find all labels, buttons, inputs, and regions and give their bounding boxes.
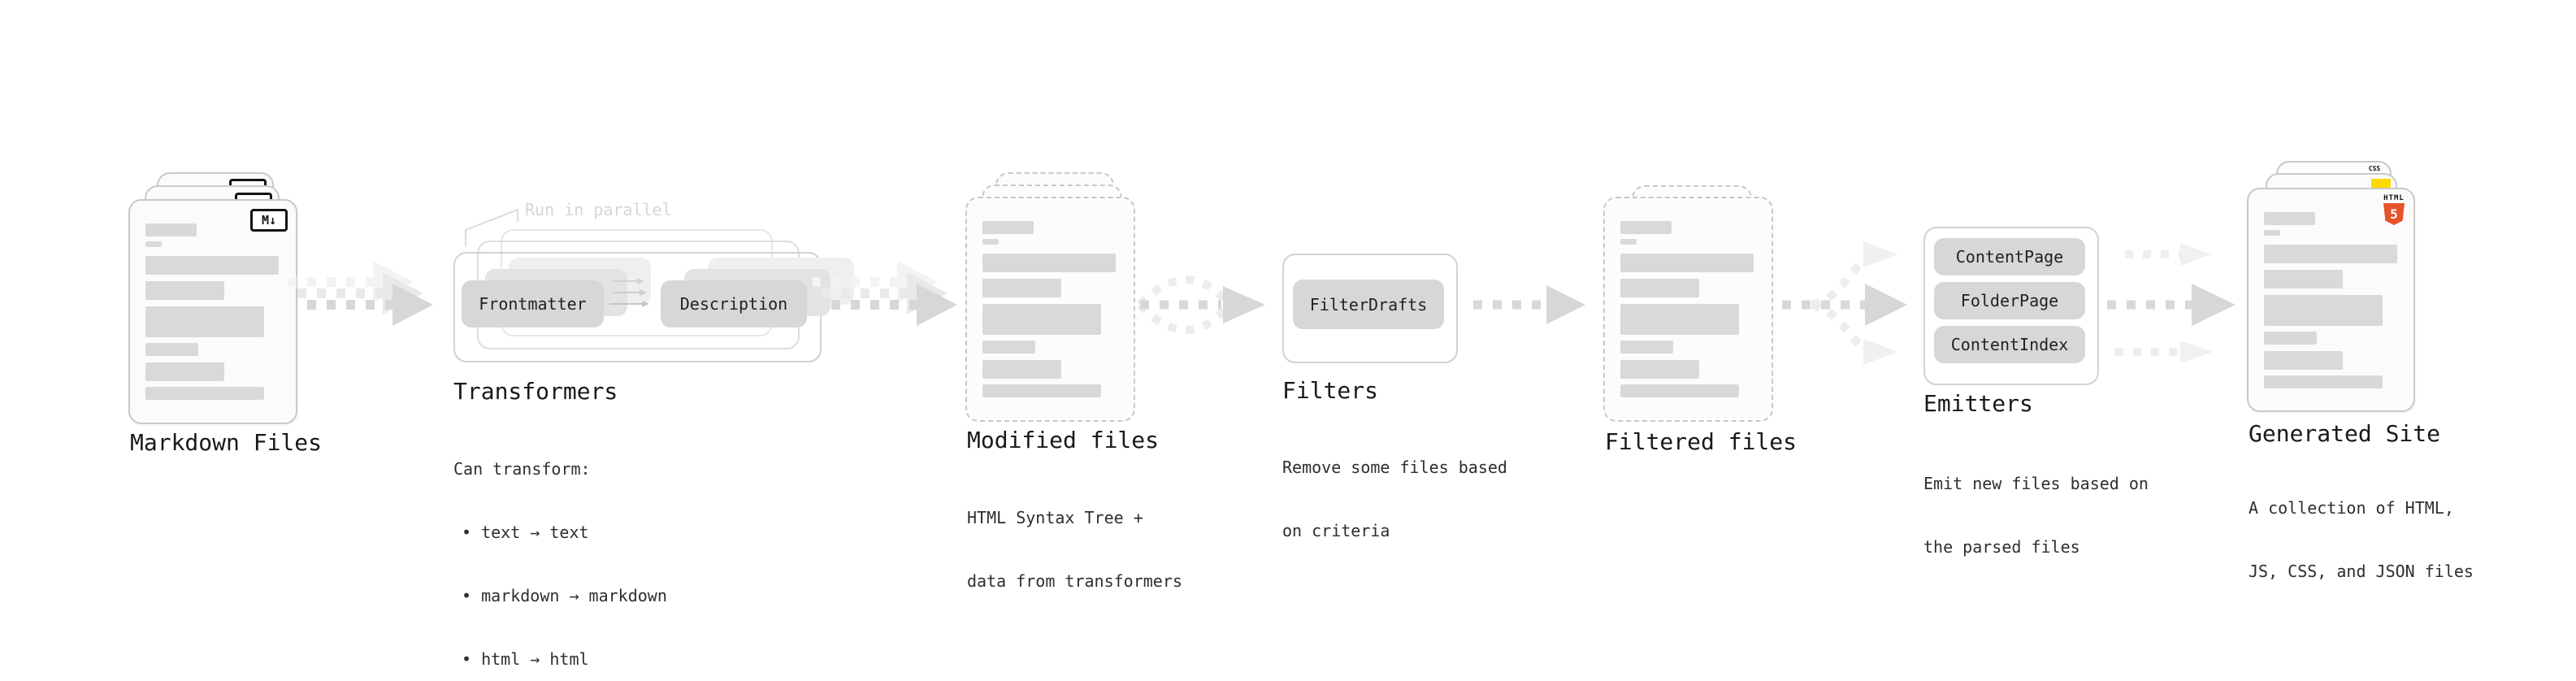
text-line-placeholder <box>982 279 1061 297</box>
html5-icon-word: HTML <box>2383 194 2405 202</box>
emitter-pill-contentindex: ContentIndex <box>1934 326 2085 363</box>
node-title: Emitters <box>1923 390 2033 417</box>
text-line-placeholder <box>1620 360 1699 379</box>
description-line: • html → html <box>462 649 589 669</box>
description-line: Can transform: <box>453 459 591 479</box>
node-title: Generated Site <box>2249 420 2441 447</box>
text-line-placeholder <box>982 221 1034 234</box>
node-title: Filtered files <box>1605 428 1798 455</box>
node-description: HTML Syntax Tree + data from transformer… <box>967 465 1182 634</box>
text-line-placeholder <box>982 254 1116 272</box>
flow-arrow-filters-to-filtered <box>1473 285 1585 324</box>
html5-icon: HTML 5 <box>2381 195 2407 225</box>
emitter-pill-folderpage: FolderPage <box>1934 282 2085 319</box>
text-line-placeholder <box>145 362 224 381</box>
description-line: data from transformers <box>967 571 1182 591</box>
node-title: Transformers <box>453 378 618 405</box>
text-line-placeholder <box>1620 304 1739 335</box>
filter-pill-filterdrafts: FilterDrafts <box>1293 280 1444 329</box>
text-line-placeholder <box>145 306 264 337</box>
text-line-placeholder <box>145 343 198 356</box>
html5-icon-number: 5 <box>2390 206 2398 222</box>
node-title: Markdown Files <box>130 429 323 456</box>
node-title: Modified files <box>967 427 1160 453</box>
flow-arrow-transformers-to-modified <box>813 261 957 326</box>
description-line: on criteria <box>1282 521 1390 540</box>
node-description: A collection of HTML, JS, CSS, and JSON … <box>2249 455 2474 624</box>
text-line-placeholder <box>1620 254 1754 272</box>
text-line-placeholder <box>982 360 1061 379</box>
text-line-placeholder <box>145 241 162 247</box>
emitter-pill-contentpage: ContentPage <box>1934 238 2085 275</box>
document-card: M↓ <box>128 199 297 424</box>
css-icon-label: CSS <box>2368 165 2381 172</box>
text-line-placeholder <box>145 387 264 400</box>
text-line-placeholder <box>145 223 197 236</box>
text-line-placeholder <box>145 281 224 300</box>
text-line-placeholder <box>1620 384 1739 397</box>
document-card: HTML 5 <box>2247 188 2415 412</box>
node-description: Remove some files based on criteria <box>1282 414 1507 583</box>
description-line: • text → text <box>462 523 589 542</box>
node-description: Can transform: • text → text • markdown … <box>453 416 667 681</box>
text-line-placeholder <box>982 384 1101 397</box>
text-line-placeholder <box>2264 270 2343 288</box>
flow-arrow-markdown-to-transformers <box>288 261 433 326</box>
annotation-pointer-line <box>465 208 518 246</box>
description-line: Emit new files based on <box>1923 474 2149 493</box>
document-text-placeholder <box>982 221 1116 397</box>
text-line-placeholder <box>1620 340 1673 354</box>
markdown-icon: M↓ <box>250 209 288 232</box>
text-line-placeholder <box>1620 239 1637 245</box>
document-text-placeholder <box>1620 221 1754 397</box>
node-title: Filters <box>1282 377 1379 404</box>
document-text-placeholder <box>2264 212 2397 388</box>
pill-to-pill-arrows <box>609 278 649 307</box>
text-line-placeholder <box>2264 230 2280 236</box>
document-text-placeholder <box>145 223 279 400</box>
text-line-placeholder <box>2264 351 2343 370</box>
description-line: JS, CSS, and JSON files <box>2249 562 2474 581</box>
description-line: HTML Syntax Tree + <box>967 508 1143 527</box>
description-line: the parsed files <box>1923 537 2080 557</box>
description-line: A collection of HTML, <box>2249 498 2454 518</box>
filters-frame <box>1282 254 1458 363</box>
markdown-icon-label: M↓ <box>261 212 277 228</box>
document-card <box>1603 197 1773 422</box>
text-line-placeholder <box>982 340 1035 354</box>
text-line-placeholder <box>2264 375 2383 388</box>
node-description: Emit new files based on the parsed files <box>1923 431 2149 600</box>
text-line-placeholder <box>2264 212 2315 225</box>
transformer-pill-description: Description <box>661 280 807 327</box>
text-line-placeholder <box>982 304 1101 335</box>
flow-arrow-fanout-to-emitters <box>1782 241 1907 365</box>
transformer-pill-frontmatter: Frontmatter <box>462 280 604 327</box>
description-line: • markdown → markdown <box>462 586 667 605</box>
js-icon <box>2371 179 2391 189</box>
text-line-placeholder <box>982 239 999 245</box>
run-in-parallel-label: Run in parallel <box>525 200 672 219</box>
text-line-placeholder <box>2264 295 2383 326</box>
text-line-placeholder <box>1620 221 1672 234</box>
document-card <box>965 197 1135 422</box>
text-line-placeholder <box>1620 279 1699 297</box>
description-line: Remove some files based <box>1282 458 1507 477</box>
emitters-frame <box>1923 227 2099 385</box>
flow-arrow-emitters-to-site <box>2107 243 2236 363</box>
text-line-placeholder <box>2264 332 2317 345</box>
flow-arrow-merge-into-filters <box>1137 275 1265 334</box>
html5-icon-shield: 5 <box>2383 203 2405 225</box>
text-line-placeholder <box>2264 245 2397 263</box>
text-line-placeholder <box>145 256 279 275</box>
